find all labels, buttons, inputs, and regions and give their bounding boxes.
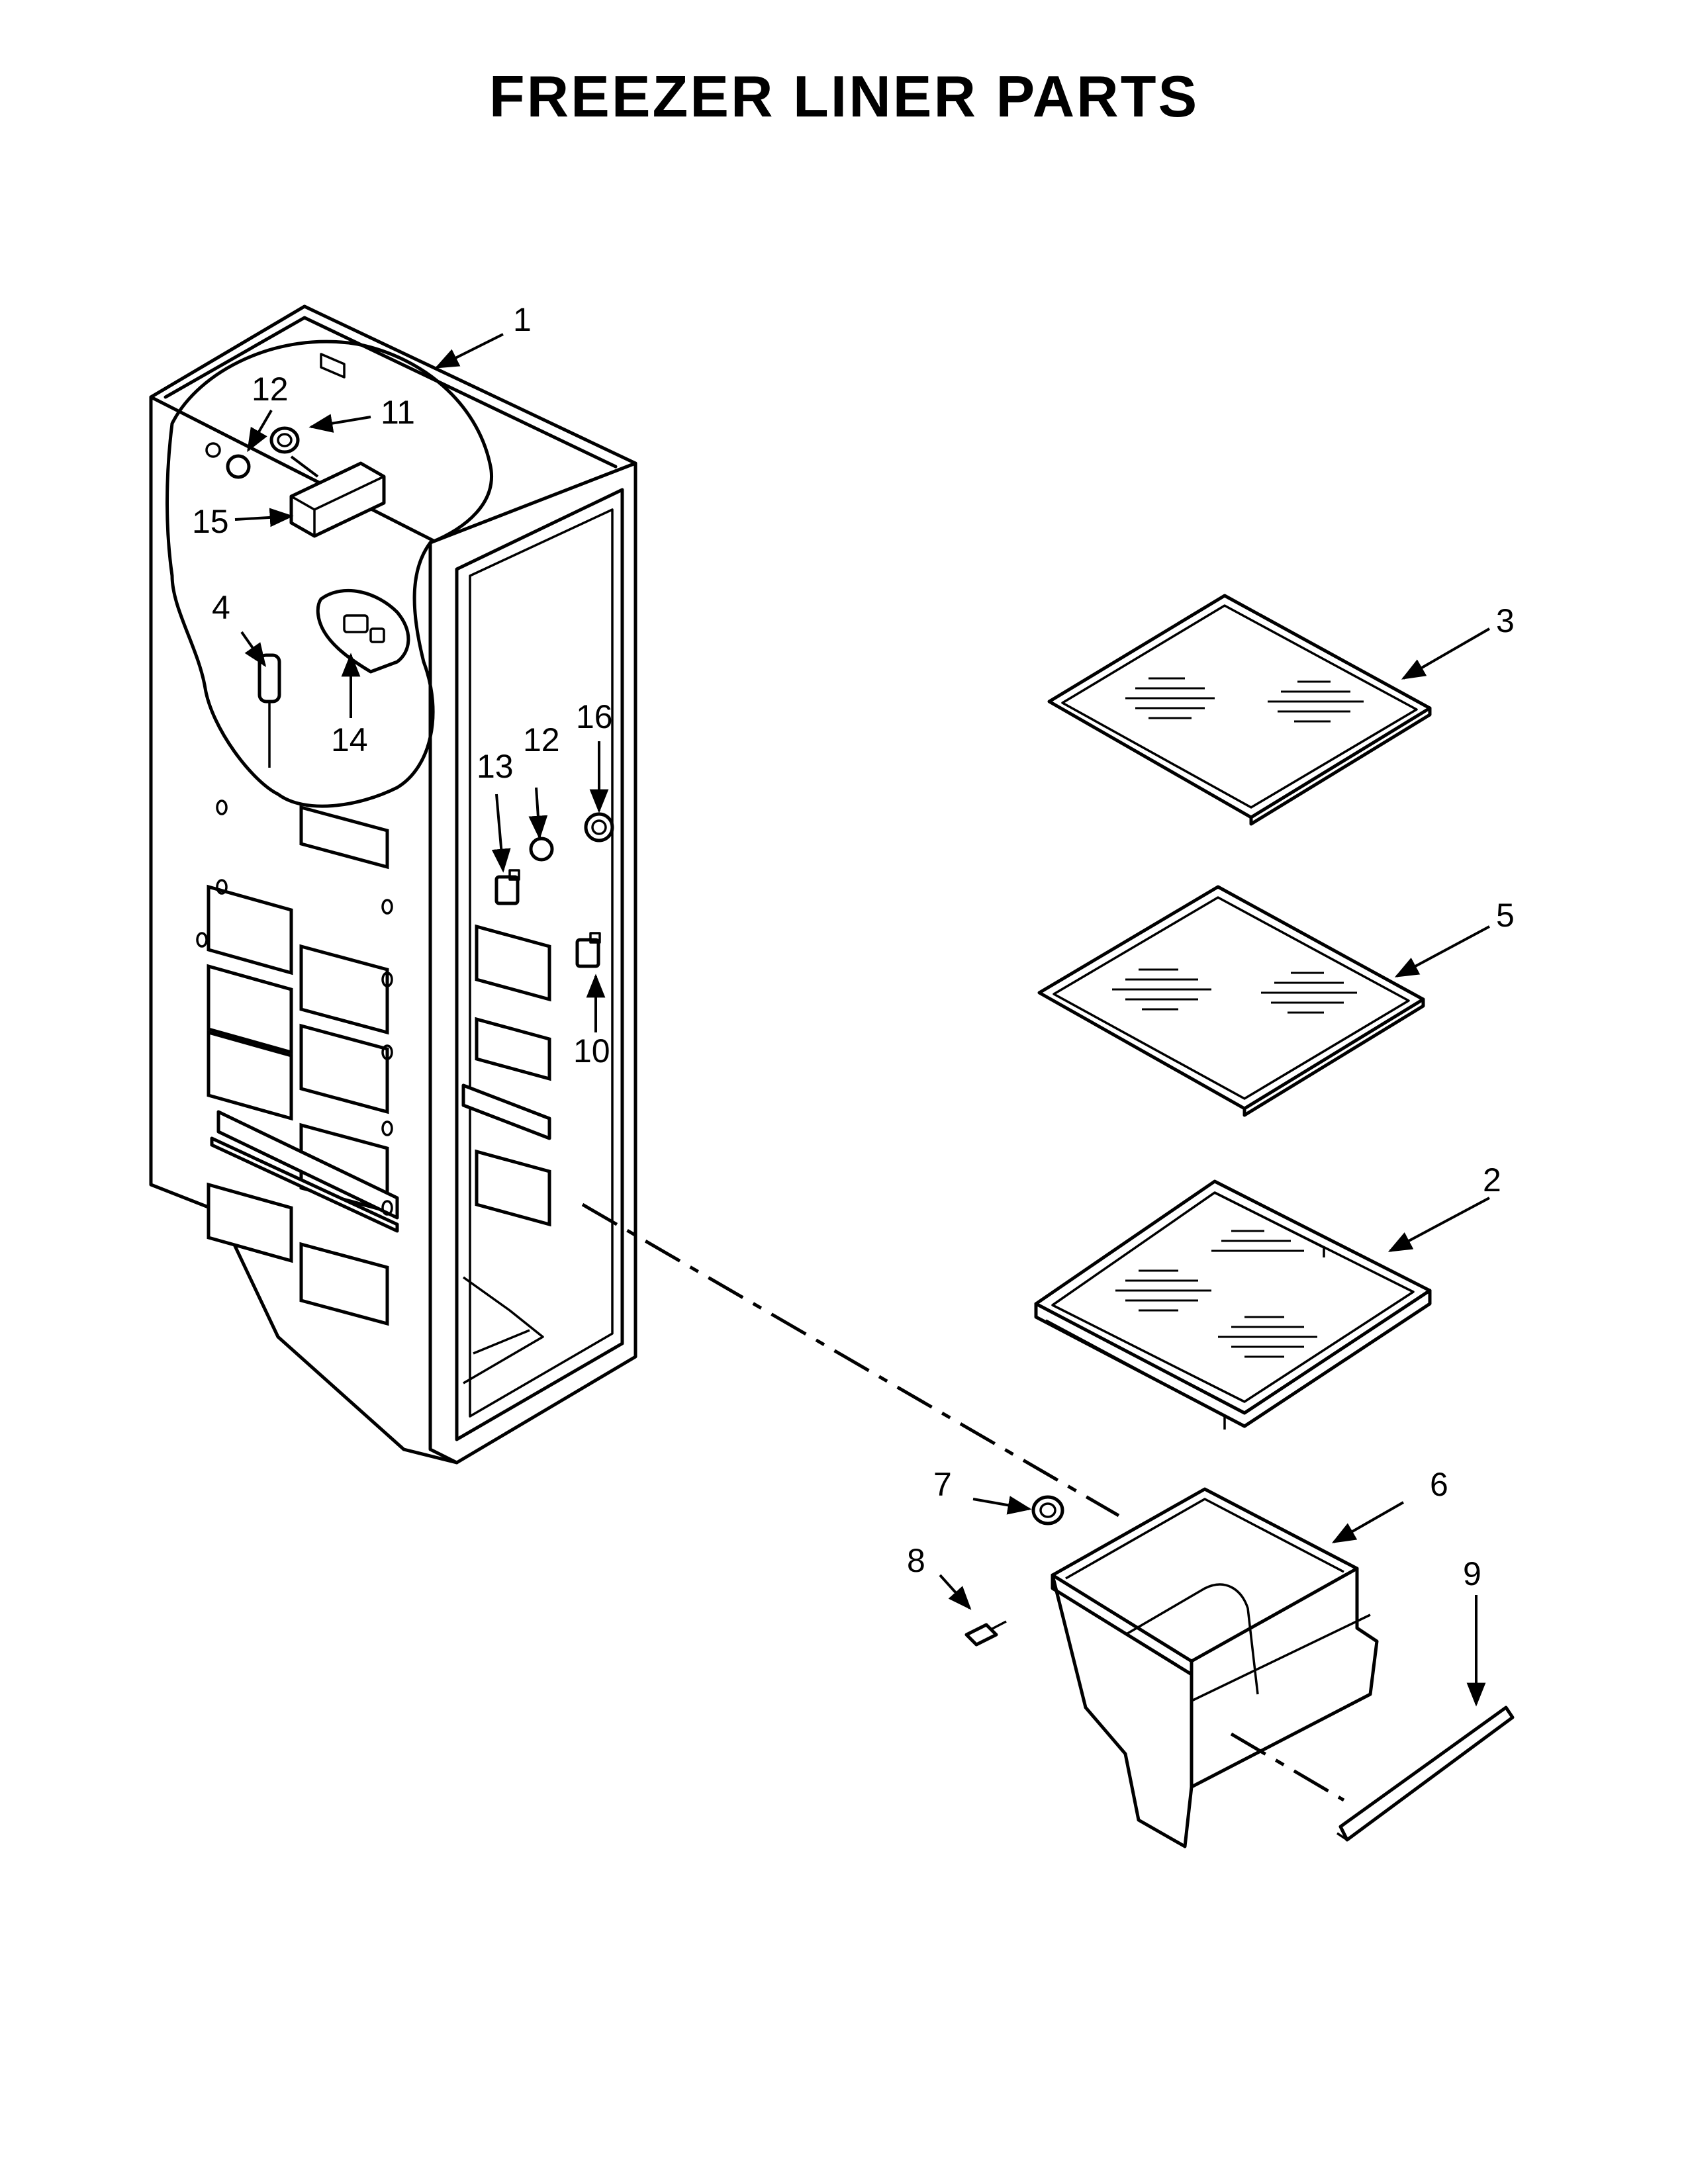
cap-part-7 xyxy=(1031,1495,1064,1525)
screw-part-8 xyxy=(964,1620,1007,1647)
part-12-light-bulb-upper xyxy=(205,442,251,479)
part-13-switch xyxy=(494,869,520,905)
part-11-light-socket xyxy=(269,426,300,454)
callout-14: 14 xyxy=(331,721,368,758)
part-16-light-socket xyxy=(584,812,614,842)
diagram-title: FREEZER LINER PARTS xyxy=(489,64,1199,129)
callout-16: 16 xyxy=(576,698,613,735)
shelf-part-5 xyxy=(1037,885,1425,1117)
callout-6: 6 xyxy=(1430,1466,1448,1503)
callout-leaders xyxy=(234,333,1490,1707)
callout-8: 8 xyxy=(907,1542,925,1579)
callout-1: 1 xyxy=(513,301,532,338)
shelf-part-3 xyxy=(1047,594,1432,826)
callout-13: 13 xyxy=(477,748,514,785)
freezer-liner xyxy=(149,304,637,1465)
pan-part-6 xyxy=(1051,1487,1379,1848)
callout-7: 7 xyxy=(933,1466,952,1503)
callout-3: 3 xyxy=(1496,602,1515,639)
callout-10: 10 xyxy=(573,1032,610,1069)
callout-5: 5 xyxy=(1496,897,1515,934)
callout-12-upper: 12 xyxy=(252,371,289,408)
callout-2: 2 xyxy=(1483,1161,1501,1199)
callout-11: 11 xyxy=(381,394,415,431)
part-12-light-bulb-lower xyxy=(529,837,554,862)
part-10-switch xyxy=(575,932,601,968)
callout-9: 9 xyxy=(1463,1555,1481,1592)
part-14-housing xyxy=(316,588,410,674)
alignment-line-liner-to-pan xyxy=(581,1203,1120,1518)
callout-labels: 1 2 3 4 5 6 7 8 9 10 11 12 12 13 14 15 1… xyxy=(192,301,1515,1592)
shelf-part-2 xyxy=(1034,1179,1432,1430)
callout-4: 4 xyxy=(212,589,230,626)
liner-holes xyxy=(196,799,393,1216)
alignment-line-pan-to-trim xyxy=(1230,1732,1345,1802)
callout-12-lower: 12 xyxy=(523,721,560,758)
trim-part-9 xyxy=(1336,1706,1515,1842)
callout-15: 15 xyxy=(192,503,229,540)
